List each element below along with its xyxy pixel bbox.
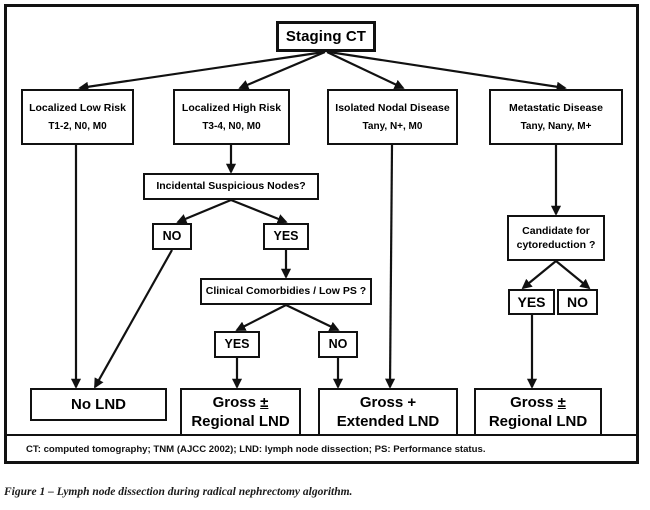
- figure-caption-dash: –: [45, 486, 57, 498]
- node-incidental-yes[interactable]: YES: [263, 223, 309, 250]
- figure-caption-text: Lymph node dissection during radical nep…: [56, 486, 353, 498]
- node-staging-ct[interactable]: Staging CT: [276, 21, 376, 52]
- node-isolated-nodal-disease-title: Isolated Nodal Disease: [335, 101, 450, 114]
- node-clinical-comorbidities-question[interactable]: Clinical Comorbidies / Low PS ?: [200, 278, 372, 305]
- node-outcome-no-lnd[interactable]: No LND: [30, 388, 167, 421]
- node-metastatic-disease-stage: Tany, Nany, M+: [520, 120, 592, 132]
- node-outcome-no-lnd-line1: No LND: [71, 395, 126, 413]
- node-cytoreduction-question-line1: Candidate for: [522, 224, 590, 237]
- node-incidental-no[interactable]: NO: [152, 223, 192, 250]
- node-localized-high-risk-stage: T3-4, N0, M0: [202, 120, 261, 132]
- node-staging-ct-label: Staging CT: [285, 27, 367, 45]
- node-outcome-gross-regional-lnd-left-line1: Gross ±: [212, 393, 269, 411]
- node-metastatic-disease-title: Metastatic Disease: [509, 101, 603, 114]
- figure-caption: Figure 1 – Lymph node dissection during …: [4, 486, 644, 498]
- figure-caption-label: Figure 1: [4, 486, 46, 498]
- node-cytoreduction-question[interactable]: Candidate for cytoreduction ?: [507, 215, 605, 261]
- node-cytoreduction-yes[interactable]: YES: [508, 289, 555, 315]
- node-outcome-gross-regional-lnd-right[interactable]: Gross ± Regional LND: [474, 388, 602, 436]
- node-cytoreduction-no[interactable]: NO: [557, 289, 598, 315]
- node-isolated-nodal-disease-stage: Tany, N+, M0: [362, 120, 423, 132]
- node-outcome-gross-regional-lnd-left-line2: Regional LND: [191, 412, 290, 430]
- node-outcome-gross-regional-lnd-right-line2: Regional LND: [488, 412, 588, 430]
- figure-footnote: CT: computed tomography; TNM (AJCC 2002)…: [26, 444, 486, 455]
- node-comorbidity-no-label: NO: [328, 337, 348, 352]
- node-incidental-suspicious-nodes-question[interactable]: Incidental Suspicious Nodes?: [143, 173, 319, 200]
- node-cytoreduction-no-label: NO: [567, 293, 588, 310]
- node-isolated-nodal-disease[interactable]: Isolated Nodal Disease Tany, N+, M0: [327, 89, 458, 145]
- node-comorbidity-yes-label: YES: [224, 337, 250, 352]
- node-clinical-comorbidities-label: Clinical Comorbidies / Low PS ?: [205, 285, 367, 298]
- node-metastatic-disease[interactable]: Metastatic Disease Tany, Nany, M+: [489, 89, 623, 145]
- node-comorbidity-no[interactable]: NO: [318, 331, 358, 358]
- node-incidental-no-label: NO: [162, 229, 182, 244]
- node-localized-low-risk-stage: T1-2, N0, M0: [48, 120, 107, 132]
- node-comorbidity-yes[interactable]: YES: [214, 331, 260, 358]
- node-outcome-gross-extended-lnd[interactable]: Gross + Extended LND: [318, 388, 458, 436]
- node-localized-low-risk[interactable]: Localized Low Risk T1-2, N0, M0: [21, 89, 134, 145]
- node-outcome-gross-regional-lnd-right-line1: Gross ±: [510, 393, 566, 411]
- node-outcome-gross-extended-lnd-line1: Gross +: [359, 393, 417, 411]
- node-localized-high-risk-title: Localized High Risk: [181, 101, 282, 114]
- node-outcome-gross-regional-lnd-left[interactable]: Gross ± Regional LND: [180, 388, 301, 436]
- node-localized-low-risk-title: Localized Low Risk: [29, 101, 126, 114]
- node-outcome-gross-extended-lnd-line2: Extended LND: [336, 412, 440, 430]
- node-localized-high-risk[interactable]: Localized High Risk T3-4, N0, M0: [173, 89, 290, 145]
- node-cytoreduction-yes-label: YES: [517, 293, 546, 310]
- node-incidental-suspicious-nodes-label: Incidental Suspicious Nodes?: [156, 180, 306, 193]
- node-incidental-yes-label: YES: [273, 229, 299, 244]
- node-cytoreduction-question-line2: cytoreduction ?: [516, 239, 596, 251]
